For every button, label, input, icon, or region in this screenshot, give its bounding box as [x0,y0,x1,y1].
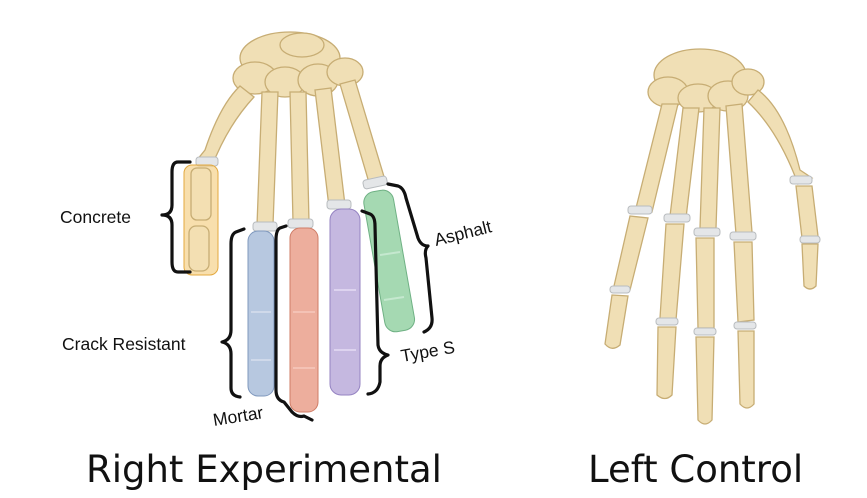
mortar-label: Mortar [211,402,264,430]
crack-resistant-label: Crack Resistant [62,334,186,354]
right-middle-finger [288,92,318,412]
left-carpals [648,49,764,112]
left-control-hand [605,49,820,424]
crack-resistant-cast [248,231,274,396]
right-experimental-hand: Concrete Crack Resistant Mortar Type S A… [60,32,494,430]
mortar-cast [290,228,318,412]
right-thumb [184,86,254,275]
concrete-label: Concrete [60,207,131,227]
type-s-label: Type S [399,337,456,366]
asphalt-label: Asphalt [432,216,494,250]
type-s-cast [330,209,360,395]
left-little-finger [726,104,756,408]
crack-resistant-brace [222,229,244,397]
right-ring-finger [315,88,360,395]
right-experimental-caption: Right Experimental [86,448,442,492]
left-thumb [748,90,820,289]
left-control-caption: Left Control [588,448,803,492]
left-ring-finger [694,108,720,424]
right-index-finger [248,92,278,396]
